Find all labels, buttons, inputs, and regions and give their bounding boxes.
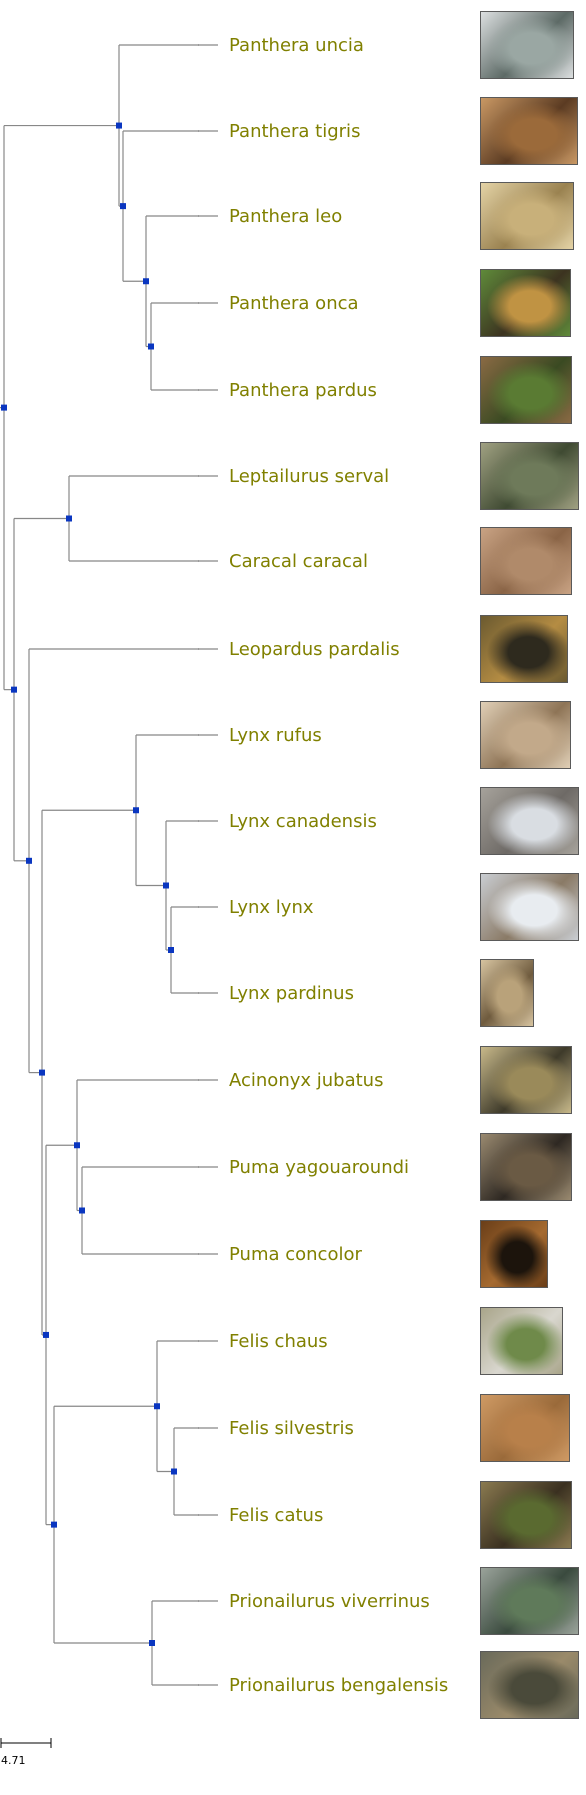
species-photo [480,787,579,855]
internal-node [66,515,72,522]
species-photo [480,97,578,165]
species-photo [480,615,568,683]
species-photo [480,959,534,1027]
leaf-label: Prionailurus viverrinus [229,1591,430,1612]
species-photo [480,1307,563,1375]
species-photo [480,873,579,941]
leaf-label: Puma concolor [229,1244,362,1265]
leaf-label: Felis catus [229,1505,323,1526]
leaf-label: Caracal caracal [229,551,368,572]
species-photo [480,1220,548,1288]
leaf-label: Felis chaus [229,1331,328,1352]
internal-node [1,404,7,411]
species-photo [480,1481,572,1549]
leaf-label: Felis silvestris [229,1418,354,1439]
species-photo [480,11,574,79]
scale-bar: 4.71 [0,1738,52,1767]
species-photo [480,182,574,250]
internal-node [39,1069,45,1076]
internal-node [148,343,154,350]
leaf-label: Panthera pardus [229,380,377,401]
internal-node [51,1521,57,1528]
internal-node [11,686,17,693]
species-photo [480,701,571,769]
leaf-label: Puma yagouaroundi [229,1157,409,1178]
internal-node [26,857,32,864]
leaf-label: Acinonyx jubatus [229,1070,383,1091]
leaf-label: Panthera leo [229,206,342,227]
species-photo [480,356,572,424]
species-photo [480,1133,572,1201]
leaf-label: Leopardus pardalis [229,639,400,660]
species-photo [480,1394,570,1462]
leaf-label: Lynx canadensis [229,811,377,832]
leaf-label: Lynx rufus [229,725,322,746]
internal-node [163,882,169,889]
leaf-label: Lynx pardinus [229,983,354,1004]
internal-node [143,278,149,285]
internal-node [43,1331,49,1338]
species-photo [480,527,572,595]
leaf-label: Lynx lynx [229,897,314,918]
species-photo [480,1651,579,1719]
species-photo [480,1567,579,1635]
leaf-label: Leptailurus serval [229,466,389,487]
leaf-label: Panthera tigris [229,121,360,142]
species-photo [480,1046,572,1114]
leaf-label: Panthera onca [229,293,359,314]
internal-node [154,1403,160,1410]
internal-node [74,1142,80,1149]
species-photo [480,442,579,510]
leaf-label: Panthera uncia [229,35,364,56]
internal-node [149,1640,155,1646]
tree-nodes [1,122,177,1646]
scale-bar-label: 4.71 [1,1754,26,1767]
internal-node [168,947,174,953]
leaf-label: Prionailurus bengalensis [229,1675,448,1696]
internal-node [171,1468,177,1475]
internal-node [120,203,126,210]
tree-branches [0,44,218,1686]
internal-node [79,1207,85,1214]
internal-node [116,122,122,129]
internal-node [133,807,139,814]
species-photo [480,269,571,337]
